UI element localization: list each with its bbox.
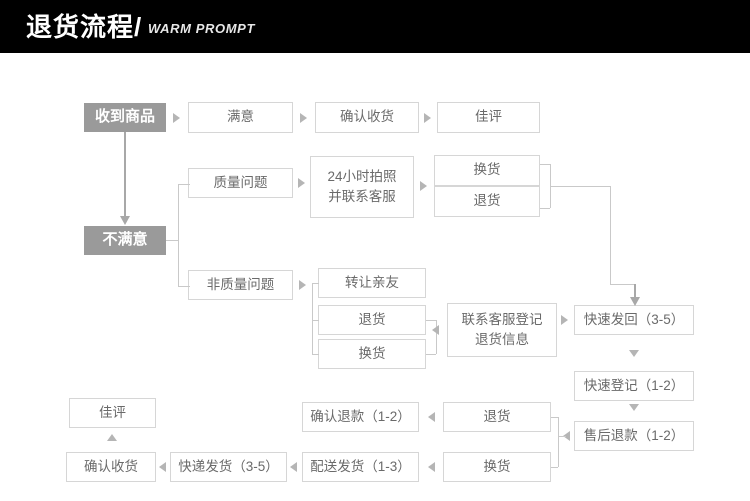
bracket-unsatisfied-stem — [166, 240, 178, 241]
arrow-received-to-satisfied — [173, 113, 180, 123]
arrow-fast-register-to-refund — [629, 404, 639, 411]
node-confirm-receipt-top[interactable]: 确认收货 — [315, 102, 419, 133]
route-top-pair-to-column — [610, 284, 634, 285]
node-exchange-top[interactable]: 换货 — [434, 155, 540, 186]
bracket-unsatisfied-vertical — [178, 184, 179, 286]
bracket-nonquality-vertical — [312, 283, 313, 354]
arrow-satisfied-to-confirm — [300, 113, 307, 123]
node-non-quality-issue[interactable]: 非质量问题 — [188, 270, 293, 300]
arrow-refund-to-bottom-pair — [563, 431, 570, 441]
bracket-bottom-pair-vertical — [558, 417, 559, 467]
arrow-exchange-bottom-to-delivery — [428, 462, 435, 472]
bracket-unsatisfied-to-quality — [178, 184, 190, 185]
node-after-sale-refund[interactable]: 售后退款（1-2） — [574, 421, 694, 451]
arrow-confirm-to-review — [424, 113, 431, 123]
bracket-mid-pair-lower — [426, 354, 436, 355]
node-exchange-bottom[interactable]: 换货 — [443, 452, 551, 482]
node-received[interactable]: 收到商品 — [84, 103, 166, 132]
bracket-top-pair-lower — [540, 208, 550, 209]
arrow-delivery-to-express — [290, 462, 297, 472]
node-satisfied[interactable]: 满意 — [188, 102, 293, 133]
arrow-express-to-confirm-receipt — [159, 462, 166, 472]
node-fast-send-back[interactable]: 快速发回（3-5） — [574, 305, 694, 335]
node-confirm-receipt-bottom[interactable]: 确认收货 — [66, 452, 156, 482]
node-unsatisfied[interactable]: 不满意 — [84, 226, 166, 255]
page-header: 退货流程/ WARM PROMPT — [0, 0, 750, 53]
node-transfer-friend[interactable]: 转让亲友 — [318, 268, 426, 298]
page-subtitle: WARM PROMPT — [148, 21, 255, 36]
page-title: 退货流程/ — [26, 12, 143, 42]
arrow-nonquality-to-branch — [299, 280, 306, 290]
bracket-mid-pair-vertical — [436, 320, 437, 354]
bracket-bottom-pair-upper — [551, 417, 558, 418]
bracket-nonquality-transfer — [312, 283, 319, 284]
node-return-top[interactable]: 退货 — [434, 186, 540, 217]
route-top-pair-down — [610, 186, 611, 284]
bracket-mid-pair-upper — [426, 320, 436, 321]
arrow-photo-to-exchange-return — [420, 181, 427, 191]
node-quality-issue[interactable]: 质量问题 — [188, 168, 293, 198]
arrow-quality-to-photo — [298, 178, 305, 188]
bracket-top-pair-upper — [540, 164, 550, 165]
node-confirm-refund[interactable]: 确认退款（1-2） — [302, 402, 419, 432]
node-exchange-mid[interactable]: 换货 — [318, 339, 426, 369]
bracket-nonquality-exchange — [312, 354, 319, 355]
node-contact-register[interactable]: 联系客服登记 退货信息 — [447, 303, 557, 357]
node-good-review-bottom[interactable]: 佳评 — [69, 398, 156, 428]
arrow-confirm-receipt-to-review — [107, 434, 117, 441]
connector-top-pair-to-fast-send-back — [630, 284, 640, 306]
route-top-pair-right — [550, 186, 610, 187]
bracket-unsatisfied-to-nonquality — [178, 286, 190, 287]
bracket-bottom-pair-stem — [558, 436, 566, 437]
node-fast-register[interactable]: 快速登记（1-2） — [574, 371, 694, 401]
node-return-mid[interactable]: 退货 — [318, 305, 426, 335]
bracket-bottom-pair-lower — [551, 467, 558, 468]
connector-received-to-unsatisfied — [120, 132, 130, 226]
node-delivery-ship[interactable]: 配送发货（1-3） — [302, 452, 419, 482]
arrow-contact-to-mid-pair — [432, 325, 439, 335]
node-return-bottom[interactable]: 退货 — [443, 402, 551, 432]
arrow-contact-to-fast-send-back — [561, 315, 568, 325]
node-photo-contact[interactable]: 24小时拍照 并联系客服 — [310, 156, 414, 218]
node-good-review-top[interactable]: 佳评 — [437, 102, 540, 133]
bracket-nonquality-return — [312, 320, 319, 321]
node-express-ship[interactable]: 快递发货（3-5） — [170, 452, 287, 482]
arrow-return-bottom-to-confirm-refund — [428, 412, 435, 422]
arrow-fast-send-back-to-register — [629, 350, 639, 357]
